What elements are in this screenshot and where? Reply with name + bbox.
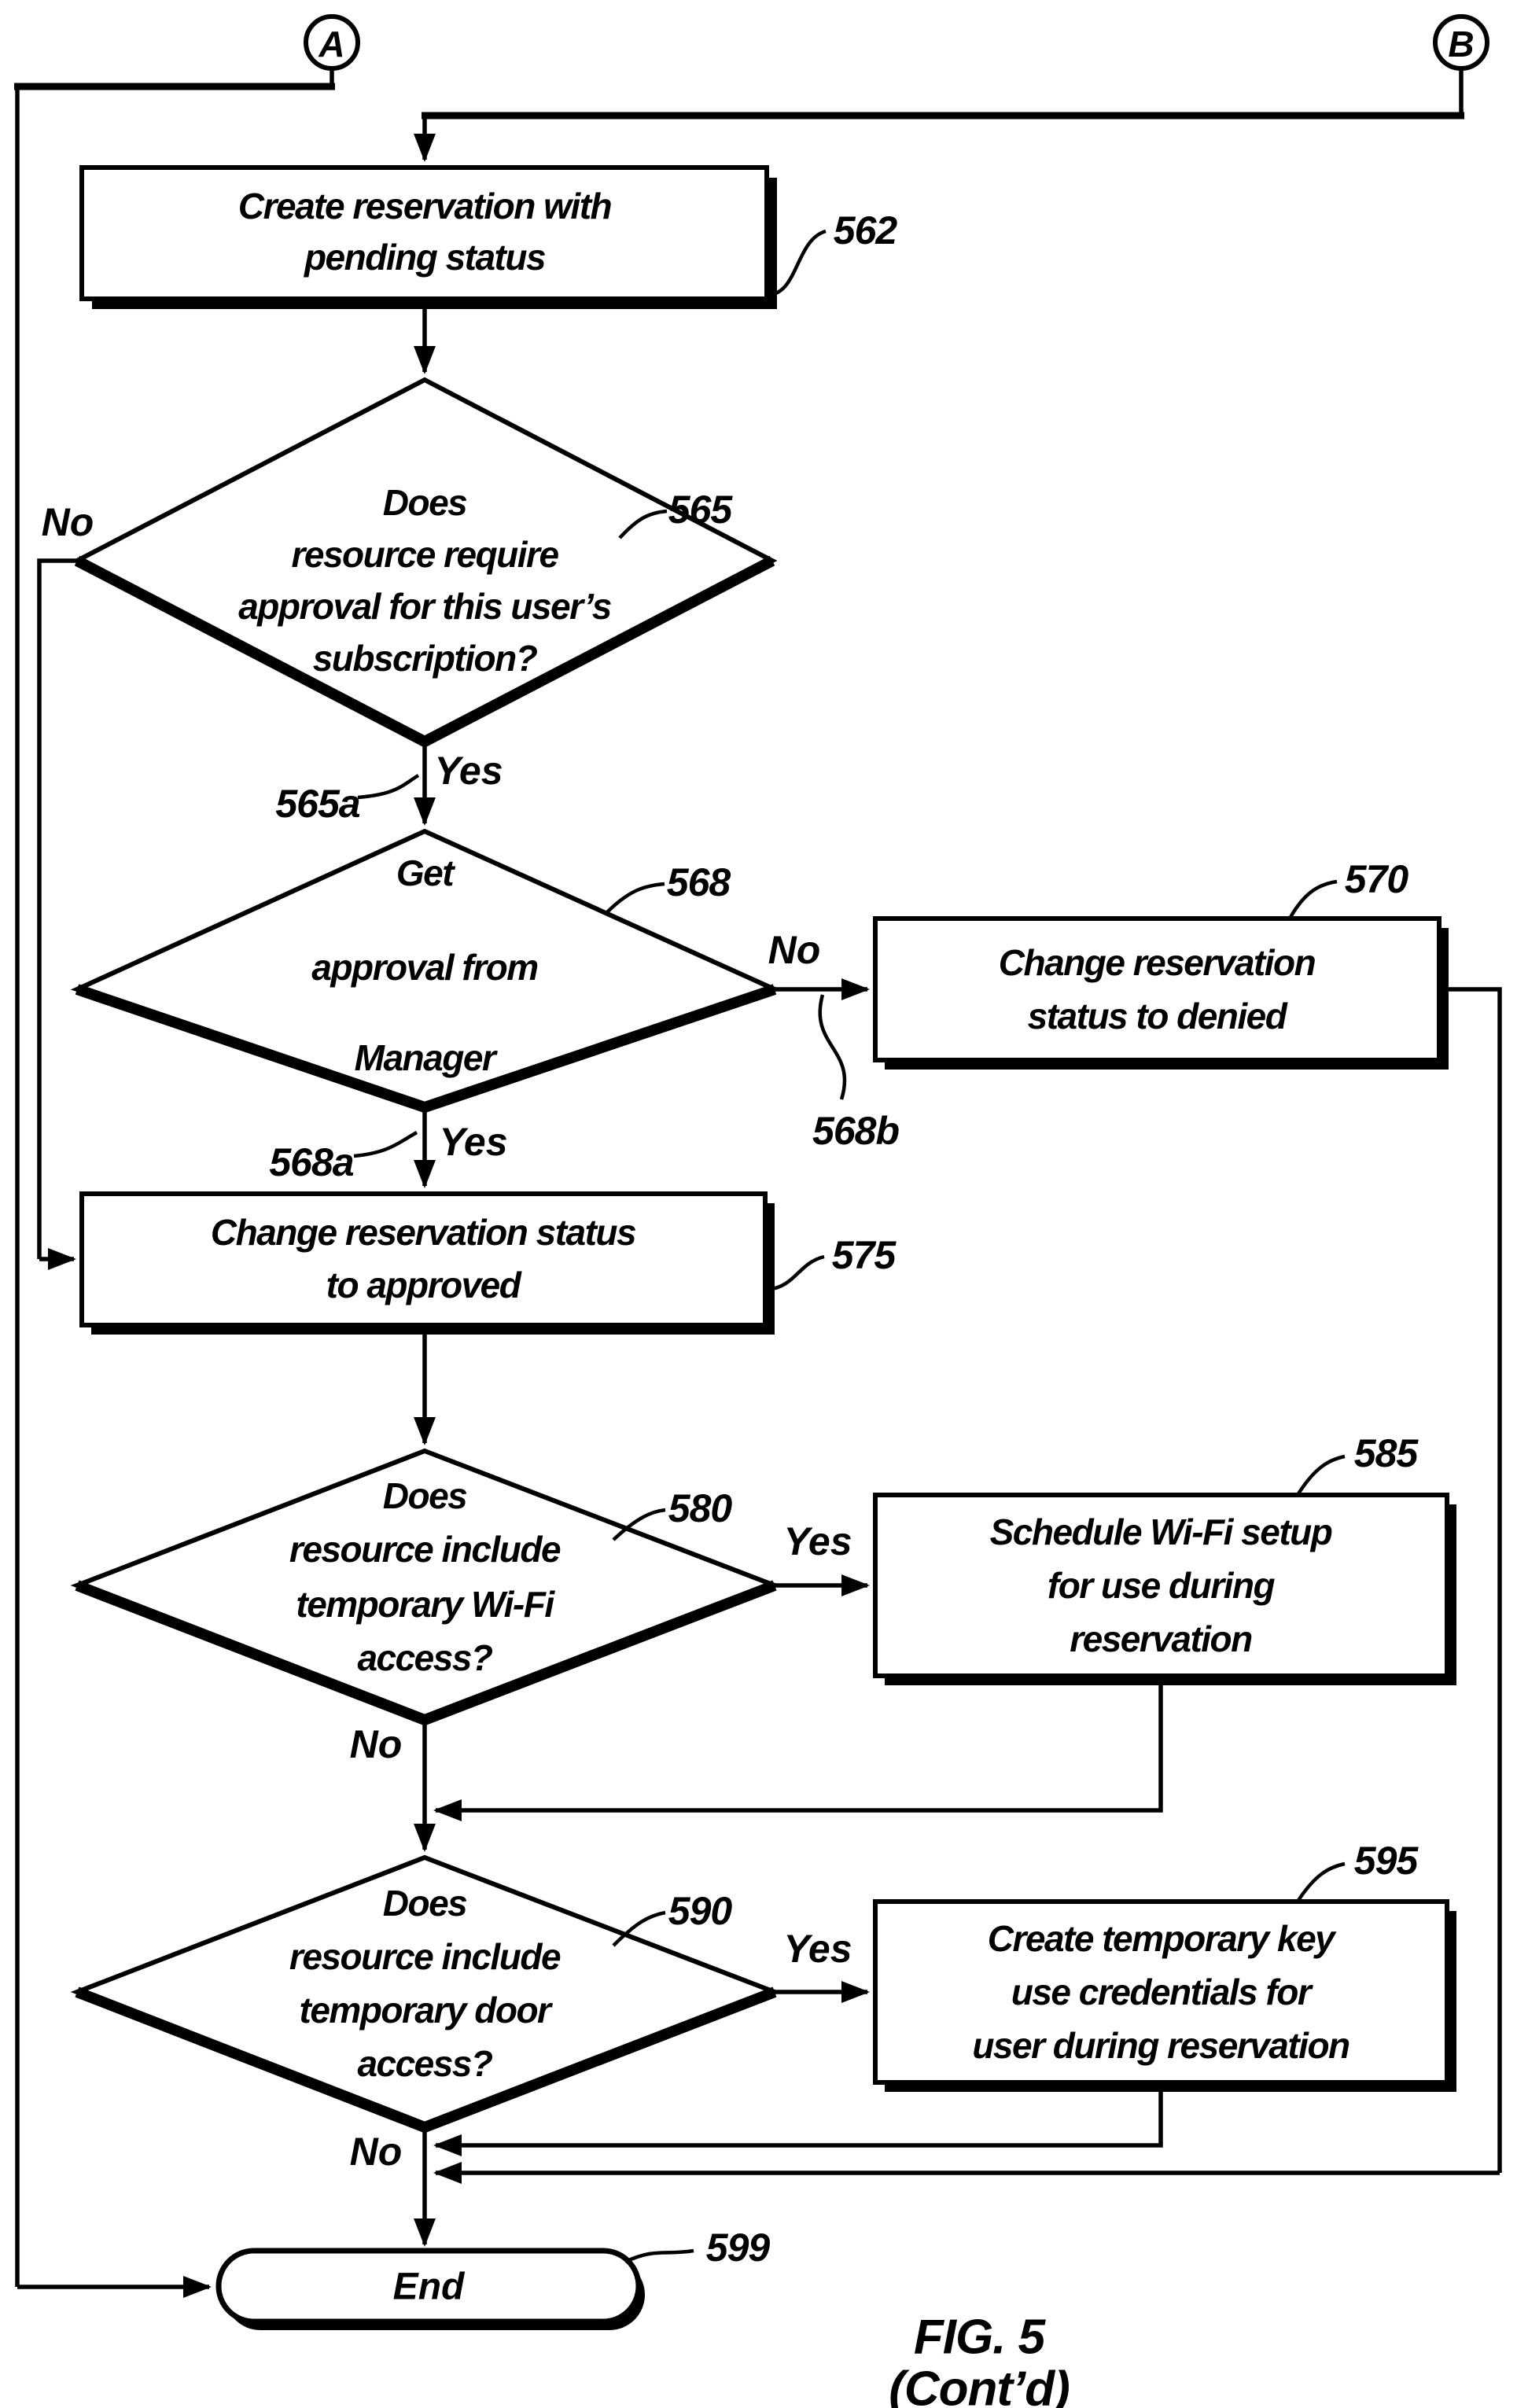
box-585-line-1: Schedule Wi-Fi setup [990, 1511, 1332, 1552]
ref-leader-595 [1296, 1861, 1346, 1903]
figure-caption: FIG. 5 (Cont’d) [889, 2310, 1070, 2408]
flow-arrow-595-merge [433, 2082, 1163, 2156]
figure-title: FIG. 5 [914, 2310, 1047, 2365]
flow-line-565-no-branch [37, 558, 77, 1259]
diamond-565-line-3: approval for this user’s [238, 586, 611, 627]
branch-label-no-568: No [768, 928, 821, 972]
branch-label-yes-565: Yes [434, 749, 503, 793]
ref-leader-568 [606, 882, 665, 914]
ref-label-595: 595 [1354, 1839, 1419, 1883]
ref-label-562: 562 [834, 208, 898, 252]
ref-leader-565a [357, 774, 420, 800]
ref-leader-575 [767, 1254, 825, 1292]
diamond-565-line-1: Does [383, 482, 467, 523]
ref-label-585: 585 [1354, 1431, 1419, 1475]
box-570-line-2: status to denied [1028, 996, 1288, 1036]
process-box-562: Create reservation with pending status 5… [79, 165, 898, 309]
figure-subtitle: (Cont’d) [889, 2362, 1070, 2408]
decision-diamond-590: Does resource include temporary door acc… [70, 1854, 782, 2134]
box-595-line-3: user during reservation [972, 2025, 1349, 2066]
box-595-line-2: use credentials for [1011, 1972, 1313, 2012]
branch-label-yes-580: Yes [783, 1519, 852, 1563]
connector-a-label: A [318, 24, 344, 64]
box-562-line-2: pending status [303, 237, 546, 278]
ref-label-580: 580 [668, 1486, 733, 1530]
box-585-body [873, 1493, 1449, 1678]
box-585-line-2: for use during [1048, 1565, 1276, 1606]
box-595-line-1: Create temporary key [988, 1918, 1337, 1959]
ref-leader-568a [353, 1131, 418, 1158]
end-body [215, 2248, 642, 2325]
box-575-body [79, 1191, 768, 1327]
process-box-570: Change reservation status to denied 570 [873, 857, 1449, 1070]
box-562-line-1: Create reservation with [238, 186, 612, 226]
connector-a: A [304, 14, 360, 71]
diamond-590-line-3: temporary door [300, 1990, 554, 2031]
decision-diamond-565: Does resource require approval for this … [72, 377, 778, 748]
branch-label-no-580: No [350, 1722, 403, 1766]
ref-label-565a: 565a [275, 782, 359, 826]
diamond-590-thick-lower-edges [75, 1986, 777, 2134]
ref-leader-590 [612, 1910, 666, 1947]
diamond-580-line-4: access? [357, 1637, 492, 1678]
ref-leader-570 [1288, 879, 1338, 920]
ref-label-590: 590 [668, 1889, 733, 1933]
diamond-568-line-3: Manager [355, 1037, 498, 1078]
branch-label-yes-568: Yes [439, 1120, 507, 1164]
ref-leader-599 [624, 2248, 694, 2264]
diamond-565-line-2: resource require [291, 534, 558, 575]
ref-leader-585 [1296, 1454, 1346, 1497]
branch-label-yes-590: Yes [783, 1927, 852, 1971]
decision-diamond-568: Get approval from Manager 568 [70, 828, 782, 1114]
box-585-line-3: reservation [1070, 1618, 1252, 1659]
diamond-565-line-4: subscription? [313, 638, 538, 679]
box-562-body [79, 165, 769, 301]
ref-label-568b: 568b [812, 1109, 899, 1153]
diamond-568-line-2: approval from [311, 947, 537, 988]
diamond-565-thick-lower-edges [74, 555, 775, 748]
branch-label-no-565: No [42, 500, 94, 544]
process-box-585: Schedule Wi-Fi setup for use during rese… [873, 1431, 1456, 1685]
box-575-line-1: Change reservation status [211, 1212, 636, 1253]
diamond-590-line-2: resource include [289, 1936, 561, 1977]
diamond-580-line-1: Does [383, 1475, 467, 1516]
ref-leader-568b [818, 994, 847, 1100]
ref-leader-565 [618, 509, 668, 539]
connector-b-label: B [1448, 24, 1474, 64]
diamond-590-line-4: access? [357, 2043, 492, 2084]
box-570-body [873, 916, 1442, 1062]
process-box-575: Change reservation status to approved 57… [79, 1191, 897, 1335]
ref-leader-562 [768, 229, 827, 297]
diamond-580-line-2: resource include [289, 1529, 561, 1570]
diamond-568-line-1: Get [396, 852, 455, 893]
process-box-595: Create temporary key use credentials for… [873, 1839, 1456, 2092]
ref-label-570: 570 [1345, 857, 1409, 901]
box-570-line-1: Change reservation [999, 942, 1316, 983]
ref-label-568: 568 [667, 860, 731, 904]
ref-label-565: 565 [668, 488, 734, 532]
decision-diamond-580: Does resource include temporary Wi-Fi ac… [70, 1448, 782, 1726]
diamond-580-line-3: temporary Wi-Fi [296, 1584, 555, 1625]
flow-rail-570-right [1439, 987, 1502, 2173]
box-575-line-2: to approved [326, 1265, 522, 1305]
diamond-568-thick-lower-edges [75, 984, 777, 1114]
flow-arrow-585-merge [433, 1676, 1163, 1821]
end-terminator-599: End 599 [215, 2226, 771, 2330]
ref-leader-580 [612, 1508, 666, 1541]
diamond-590-line-1: Does [383, 1883, 467, 1924]
diamond-580-thick-lower-edges [75, 1580, 777, 1726]
connector-b: B [1433, 14, 1489, 71]
ref-label-599: 599 [706, 2226, 771, 2270]
branch-label-no-590: No [350, 2130, 403, 2174]
box-595-body [873, 1899, 1449, 2085]
end-label: End [393, 2266, 466, 2308]
ref-label-575: 575 [832, 1233, 897, 1277]
ref-label-568a: 568a [269, 1140, 353, 1184]
